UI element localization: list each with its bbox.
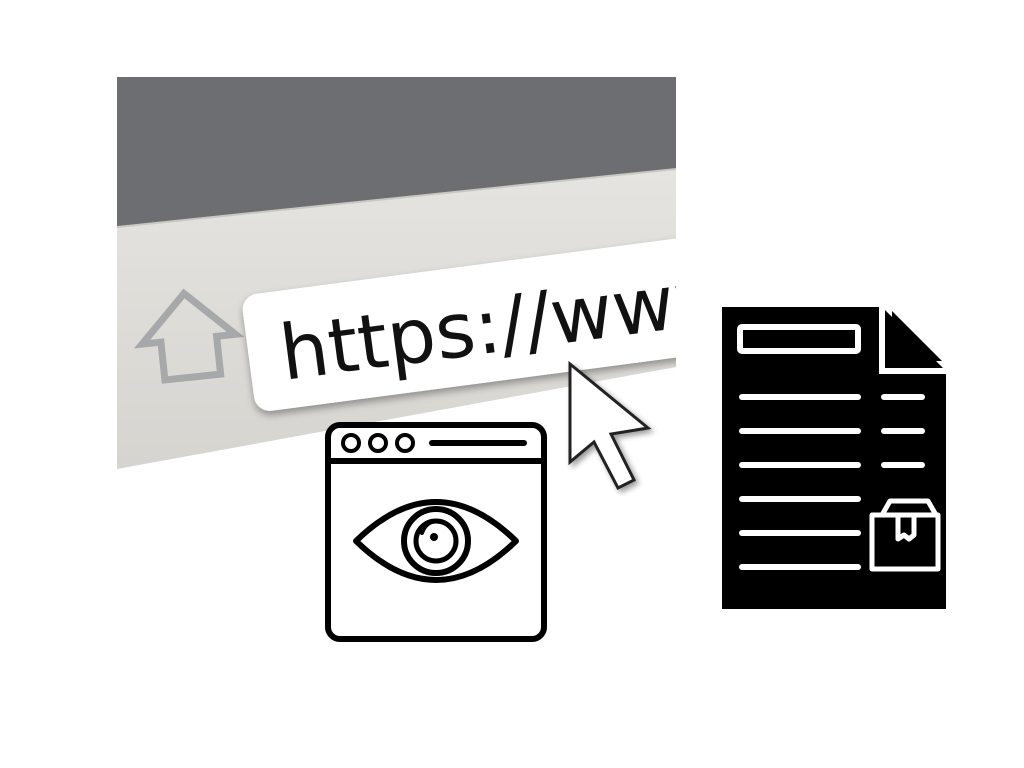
window-dot-icon [341, 433, 361, 453]
browser-closeup-art: https://www [117, 77, 676, 469]
invoice-document-icon [718, 303, 950, 613]
window-dot-icon [395, 433, 415, 453]
browser-closeup: https://www [117, 77, 676, 477]
package-box-icon [869, 498, 941, 572]
mouse-pointer-icon [562, 356, 662, 496]
window-dot-icon [368, 433, 388, 453]
browser-titlebar [117, 77, 676, 227]
home-icon[interactable] [133, 288, 245, 384]
browser-eye-icon [324, 421, 548, 643]
eye-icon [353, 499, 519, 583]
